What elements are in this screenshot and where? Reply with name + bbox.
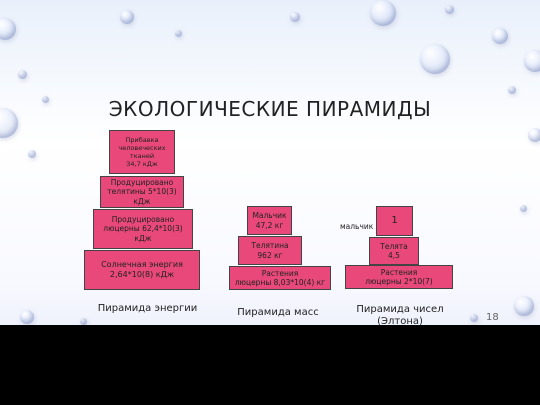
energy-level-4: Солнечная энергия 2,64*10(8) кДж (84, 250, 200, 290)
mass-level-1-line: 47,2 кг (255, 220, 284, 230)
energy-level-4-line: Солнечная энергия (101, 260, 183, 269)
bottom-black-bar (0, 325, 540, 405)
energy-level-3-line: кДж (134, 233, 152, 243)
water-drop-icon (528, 128, 540, 142)
water-drop-icon (28, 150, 36, 158)
energy-level-1-line: тканей (129, 152, 155, 160)
mass-level-1: Мальчик 47,2 кг (247, 206, 292, 235)
numbers-level-3: Растения люцерны 2*10(7) (345, 265, 453, 289)
energy-level-2-line: Продуцировано (110, 177, 174, 187)
mass-level-3-line: Растения (261, 268, 299, 278)
water-drop-icon (508, 86, 516, 94)
numbers-level-2: Телята 4,5 (369, 237, 419, 265)
numbers-level-2-line: 4,5 (388, 251, 400, 260)
mass-level-2-line: Телятина (251, 241, 289, 251)
water-drop-icon (20, 310, 34, 324)
mass-level-2: Телятина 962 кг (238, 236, 302, 265)
energy-level-1-line: человеческих (118, 143, 166, 152)
numbers-pyramid-caption-sub: (Элтона) (377, 316, 423, 327)
water-drop-icon (524, 50, 540, 72)
water-drop-icon (80, 318, 87, 325)
energy-level-4-line: 2,64*10(8) кДж (109, 270, 175, 279)
water-drop-icon (290, 12, 300, 22)
water-drop-icon (445, 5, 454, 14)
water-drop-icon (514, 296, 534, 316)
numbers-level-3-line: люцерны 2*10(7) (365, 277, 433, 286)
energy-level-2-line: кДж (133, 196, 151, 206)
slide-title: ЭКОЛОГИЧЕСКИЕ ПИРАМИДЫ (108, 97, 432, 121)
numbers-level-3-line: Растения (380, 267, 418, 277)
boy-side-label: мальчик (340, 222, 374, 231)
mass-level-3: Растения люцерны 8,03*10(4) кг (229, 266, 331, 290)
mass-level-2-line: 962 кг (257, 250, 283, 260)
energy-pyramid-caption: Пирамида энергии (97, 303, 198, 314)
water-drop-icon (18, 70, 27, 79)
mass-level-3-line: люцерны 8,03*10(4) кг (234, 278, 326, 287)
water-drop-icon (370, 0, 396, 26)
page-number: 18 (486, 312, 499, 323)
numbers-level-1: 1 (376, 206, 413, 236)
numbers-pyramid-caption: Пирамида чисел (356, 304, 444, 315)
energy-level-2: Продуцировано телятины 5*10(3) кДж (100, 176, 184, 208)
energy-level-2-line: телятины 5*10(3) (107, 187, 177, 197)
energy-level-3-line: Продуцировано (111, 214, 175, 224)
mass-level-1-line: Мальчик (252, 211, 287, 221)
water-drop-icon (0, 18, 16, 40)
energy-level-3-line: люцерны 62,4*10(3) (103, 224, 183, 234)
water-drop-icon (120, 10, 134, 24)
energy-level-1-line: 34,7 кДж (126, 160, 158, 169)
mass-pyramid-caption: Пирамида масс (237, 307, 319, 318)
water-drop-icon (420, 44, 450, 74)
numbers-level-2-line: Телята (380, 241, 408, 251)
energy-level-1-line: Прибавка (125, 135, 159, 144)
water-drop-icon (492, 28, 508, 44)
water-drop-icon (175, 30, 182, 37)
energy-level-1: Прибавка человеческих тканей 34,7 кДж (109, 130, 175, 174)
water-drop-icon (42, 96, 49, 103)
numbers-level-1-line: 1 (391, 214, 398, 226)
water-drop-icon (520, 205, 527, 212)
water-drop-icon (0, 108, 18, 138)
water-drop-icon (470, 314, 478, 322)
energy-level-3: Продуцировано люцерны 62,4*10(3) кДж (93, 209, 193, 249)
